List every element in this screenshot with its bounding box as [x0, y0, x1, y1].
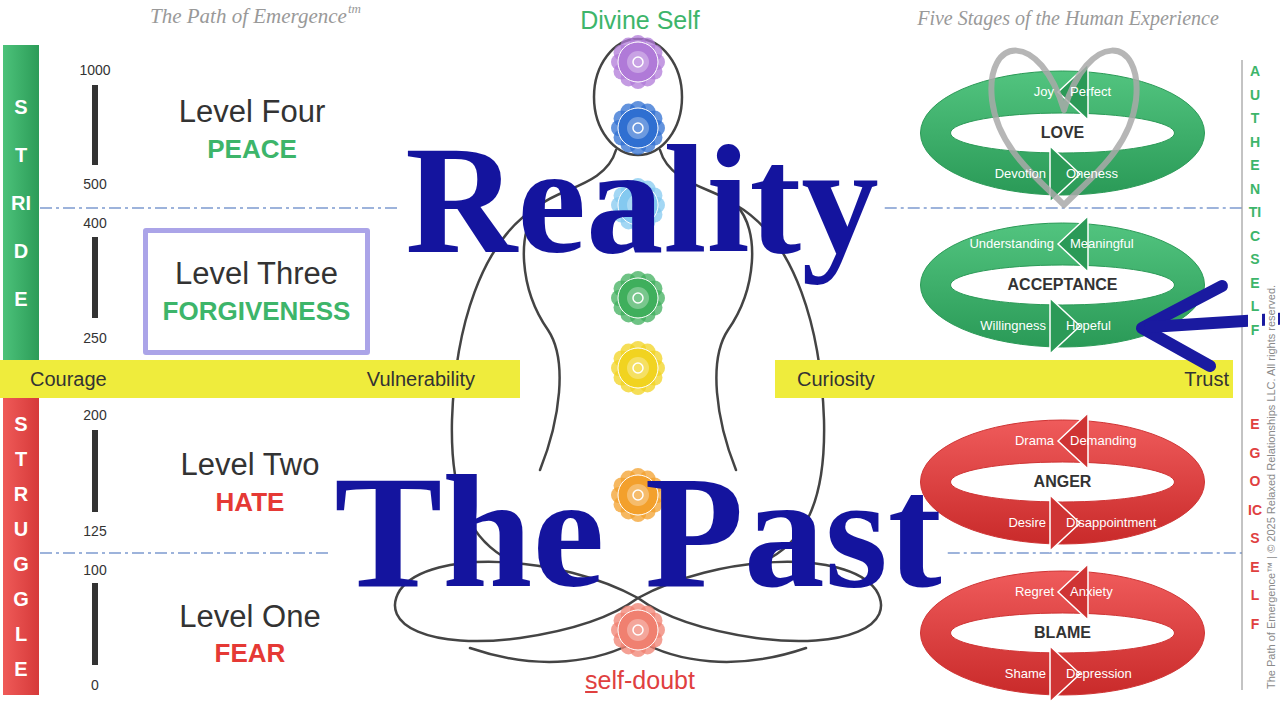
chakra-mark [633, 293, 643, 303]
scale-bar [92, 430, 98, 512]
divider-line [1242, 60, 1243, 690]
level-name: Level Four [179, 94, 325, 130]
cycle-ring: Drama DemandingANGER Desire Disappointment [920, 417, 1205, 547]
chakra-core [618, 348, 658, 388]
heart-outline [991, 51, 1136, 205]
chakra-inner [627, 287, 649, 309]
cycle-word: Willingness [980, 319, 1046, 334]
level-divider [40, 552, 328, 554]
chakra-symbol [611, 35, 665, 89]
cycle-word: Desire [1008, 516, 1046, 531]
cycle-word: Meaningful [1070, 237, 1134, 252]
scale-number: 1000 [79, 62, 110, 78]
chakra-core [618, 278, 658, 318]
level-text: Level Three [175, 254, 338, 294]
cycle-ring: Understanding MeaningfulACCEPTANCE Willing… [920, 220, 1205, 350]
level-name: Level Two [180, 447, 319, 483]
threshold-word: Curiosity [797, 368, 875, 391]
overlay-title: The Past [334, 451, 942, 613]
scale-number: 125 [83, 523, 106, 539]
zone-letters: STRIDE [11, 83, 31, 323]
cycle-word: Joy [1034, 85, 1054, 100]
copyright-note: The Path of Emergence™ | © 2025 Relaxed … [1265, 282, 1278, 692]
bottom-label: self-doubt [585, 666, 695, 695]
trademark-mark: tm [348, 2, 361, 17]
scale-number: 400 [83, 215, 106, 231]
cycle-word: Demanding [1070, 434, 1137, 449]
level-divider [40, 207, 399, 209]
chakra-inner [627, 619, 649, 641]
cycle-word: Devotion [995, 167, 1046, 182]
chakra-inner [627, 357, 649, 379]
cycle-word: Depression [1066, 667, 1132, 682]
chakra-core [618, 610, 658, 650]
header-note: Five Stages of the Human Experience [917, 7, 1219, 30]
cycle-word: LOVE [1041, 124, 1085, 142]
scale-bar [92, 85, 98, 165]
threshold-word: Courage [30, 368, 107, 391]
chakra-mark [633, 625, 643, 635]
cycle-word: Understanding [969, 237, 1054, 252]
side-letters: AUTHENTIC SELF [1248, 60, 1262, 342]
zone-bar: STRIDE [3, 45, 39, 360]
scale-number: 100 [83, 562, 106, 578]
cycle-word: Hopeful [1066, 319, 1111, 334]
overlay-title: Reality [405, 123, 878, 278]
top-label: Divine Self [580, 6, 700, 35]
level-text: FORGIVENESS [163, 295, 351, 329]
cycle-word: Perfect [1070, 85, 1111, 100]
cycle-word: Anxiety [1070, 585, 1113, 600]
arrow-head [1142, 286, 1222, 366]
cycle-word: Disappointment [1066, 516, 1156, 531]
cycle-word: BLAME [1034, 624, 1091, 642]
scale-number: 0 [91, 677, 99, 693]
chakra-inner [627, 51, 649, 73]
header-note: The Path of Emergence [150, 4, 347, 28]
cycle-word: ACCEPTANCE [1008, 276, 1118, 294]
threshold-word: Vulnerability [367, 368, 475, 391]
scale-bar [92, 583, 98, 665]
scale-number: 250 [83, 330, 106, 346]
chakra-core [618, 42, 658, 82]
cycle-word: Drama [1015, 434, 1054, 449]
cycle-word: Oneness [1066, 167, 1118, 182]
scale-number: 200 [83, 407, 106, 423]
side-letters: EGOIC SELF [1248, 410, 1262, 638]
level-name: Level One [179, 599, 320, 635]
threshold-band: Courage Vulnerability [0, 360, 520, 398]
zone-letters: STRUGGLE [11, 407, 31, 687]
scale-bar [92, 237, 98, 318]
threshold-word: Trust [1184, 368, 1229, 391]
cycle-ring: Joy PerfectLOVE Devotion Oneness [920, 68, 1205, 198]
chakra-mark [633, 57, 643, 67]
scale-number: 500 [83, 176, 106, 192]
cycle-ring: Regret AnxietyBLAME Shame Depression [920, 568, 1205, 698]
chakra-mark [633, 363, 643, 373]
level-emotion: HATE [216, 488, 285, 518]
highlight-box: Level ThreeFORGIVENESS [143, 228, 370, 355]
level-emotion: PEACE [207, 135, 297, 165]
zone-bar: STRUGGLE [3, 398, 39, 695]
level-emotion: FEAR [215, 639, 286, 669]
cycle-word: Regret [1015, 585, 1054, 600]
chakra-symbol [611, 271, 665, 325]
threshold-band: Curiosity Trust [775, 360, 1233, 398]
chakra-symbol [611, 341, 665, 395]
level-divider [948, 552, 1242, 554]
cycle-word: Shame [1005, 667, 1046, 682]
cycle-word: ANGER [1034, 473, 1092, 491]
